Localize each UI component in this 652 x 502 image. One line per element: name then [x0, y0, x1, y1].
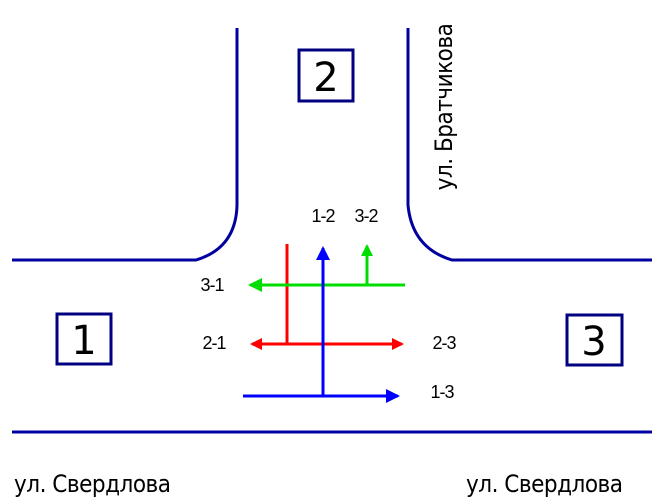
flow-label-2-1: 2-1	[202, 333, 226, 353]
road-edge-top-left	[12, 28, 239, 262]
flow-label-3-2: 3-2	[354, 206, 378, 226]
zone-label-1: 1	[71, 318, 96, 364]
zone-box-3: 3	[565, 313, 624, 367]
flow-label-2-3: 2-3	[432, 333, 456, 353]
zone-box-2: 2	[297, 48, 355, 103]
zone-label-2: 2	[313, 55, 338, 101]
flow-label-1-3: 1-3	[430, 382, 454, 402]
street-label-sverdlova-right: ул. Свердлова	[466, 470, 623, 498]
zone-box-1: 1	[55, 312, 113, 366]
flow-label-1-2: 1-2	[311, 206, 335, 226]
flow-label-3-1: 3-1	[200, 275, 224, 295]
zone-label-3: 3	[581, 319, 606, 365]
road-edge-top-right	[406, 28, 652, 262]
street-label-bratchikova: ул. Братчикова	[430, 24, 458, 191]
street-label-sverdlova-left: ул. Свердлова	[14, 470, 171, 498]
